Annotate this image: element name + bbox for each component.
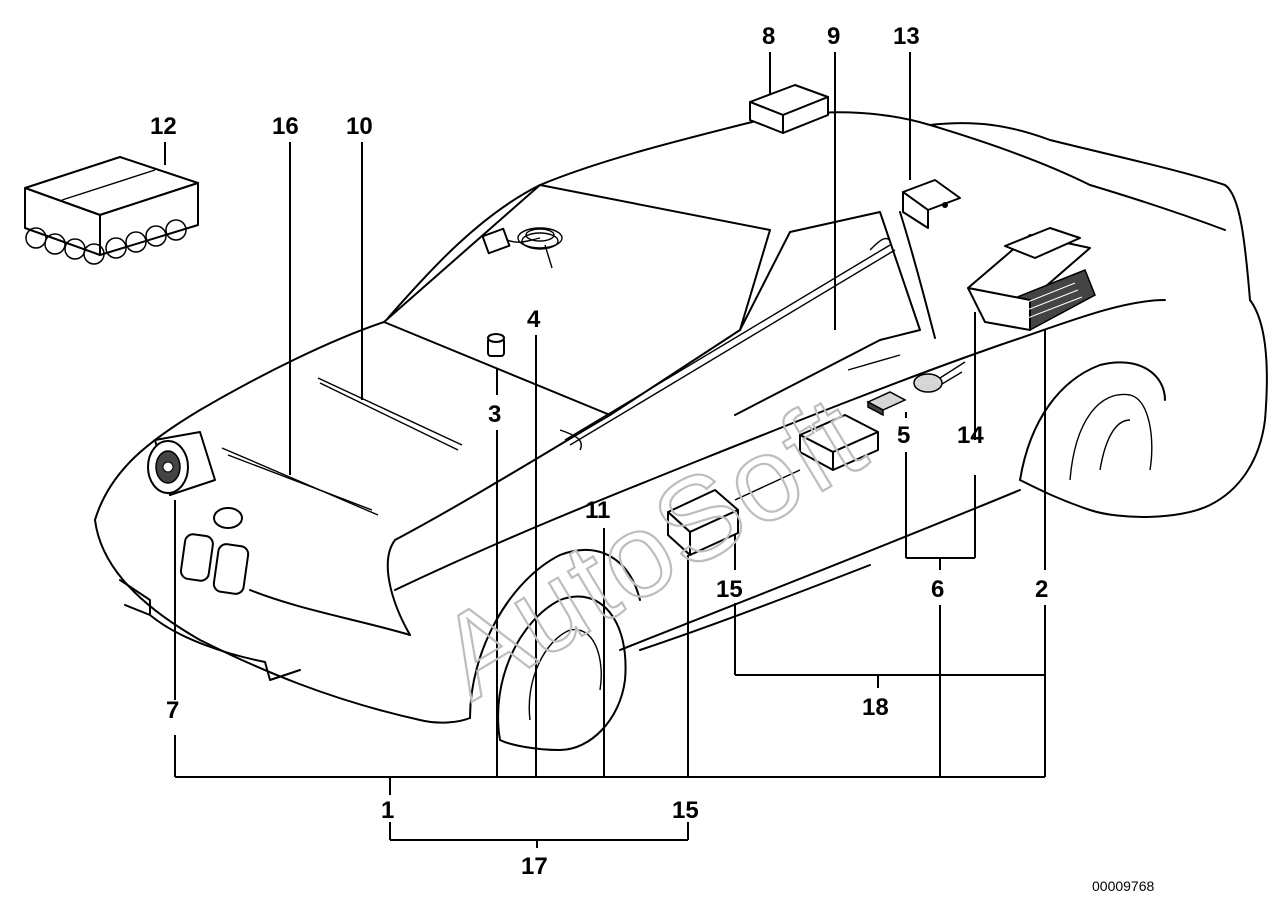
leader-lines <box>164 52 1046 848</box>
callout-5: 5 <box>897 422 910 449</box>
callout-15-upper: 15 <box>716 576 743 603</box>
callout-6: 6 <box>931 576 944 603</box>
callout-9: 9 <box>827 23 840 50</box>
callout-16: 16 <box>272 113 299 140</box>
callout-3: 3 <box>488 401 501 428</box>
callout-14: 14 <box>957 422 984 449</box>
part-11-module <box>799 414 879 471</box>
part-5-remote <box>866 391 907 417</box>
callout-7: 7 <box>166 697 179 724</box>
callout-13: 13 <box>893 23 920 50</box>
document-number: 00009768 <box>1092 878 1155 894</box>
part-12-kit-box <box>24 156 199 265</box>
part-4-antenna <box>481 227 563 269</box>
part-13-bracket <box>902 179 961 229</box>
callout-11: 11 <box>585 497 610 524</box>
part-15-module <box>667 489 739 556</box>
callout-4: 4 <box>527 306 541 333</box>
callout-18: 18 <box>862 694 889 721</box>
callout-10: 10 <box>346 113 373 140</box>
car-outline <box>94 111 1268 751</box>
part-2-control-unit <box>967 227 1096 331</box>
callout-12: 12 <box>150 113 177 140</box>
part-14-key <box>913 361 966 393</box>
part-8-module <box>749 84 829 134</box>
callout-15-lower: 15 <box>672 797 699 824</box>
callout-2: 2 <box>1035 576 1048 603</box>
callout-8: 8 <box>762 23 775 50</box>
part-3-sensor <box>487 333 505 357</box>
callout-labels: 12 16 10 8 9 13 4 3 5 14 11 15 6 2 7 18 … <box>150 23 1048 880</box>
callout-17: 17 <box>521 853 548 880</box>
callout-1: 1 <box>381 797 394 824</box>
part-7-siren <box>147 431 216 496</box>
